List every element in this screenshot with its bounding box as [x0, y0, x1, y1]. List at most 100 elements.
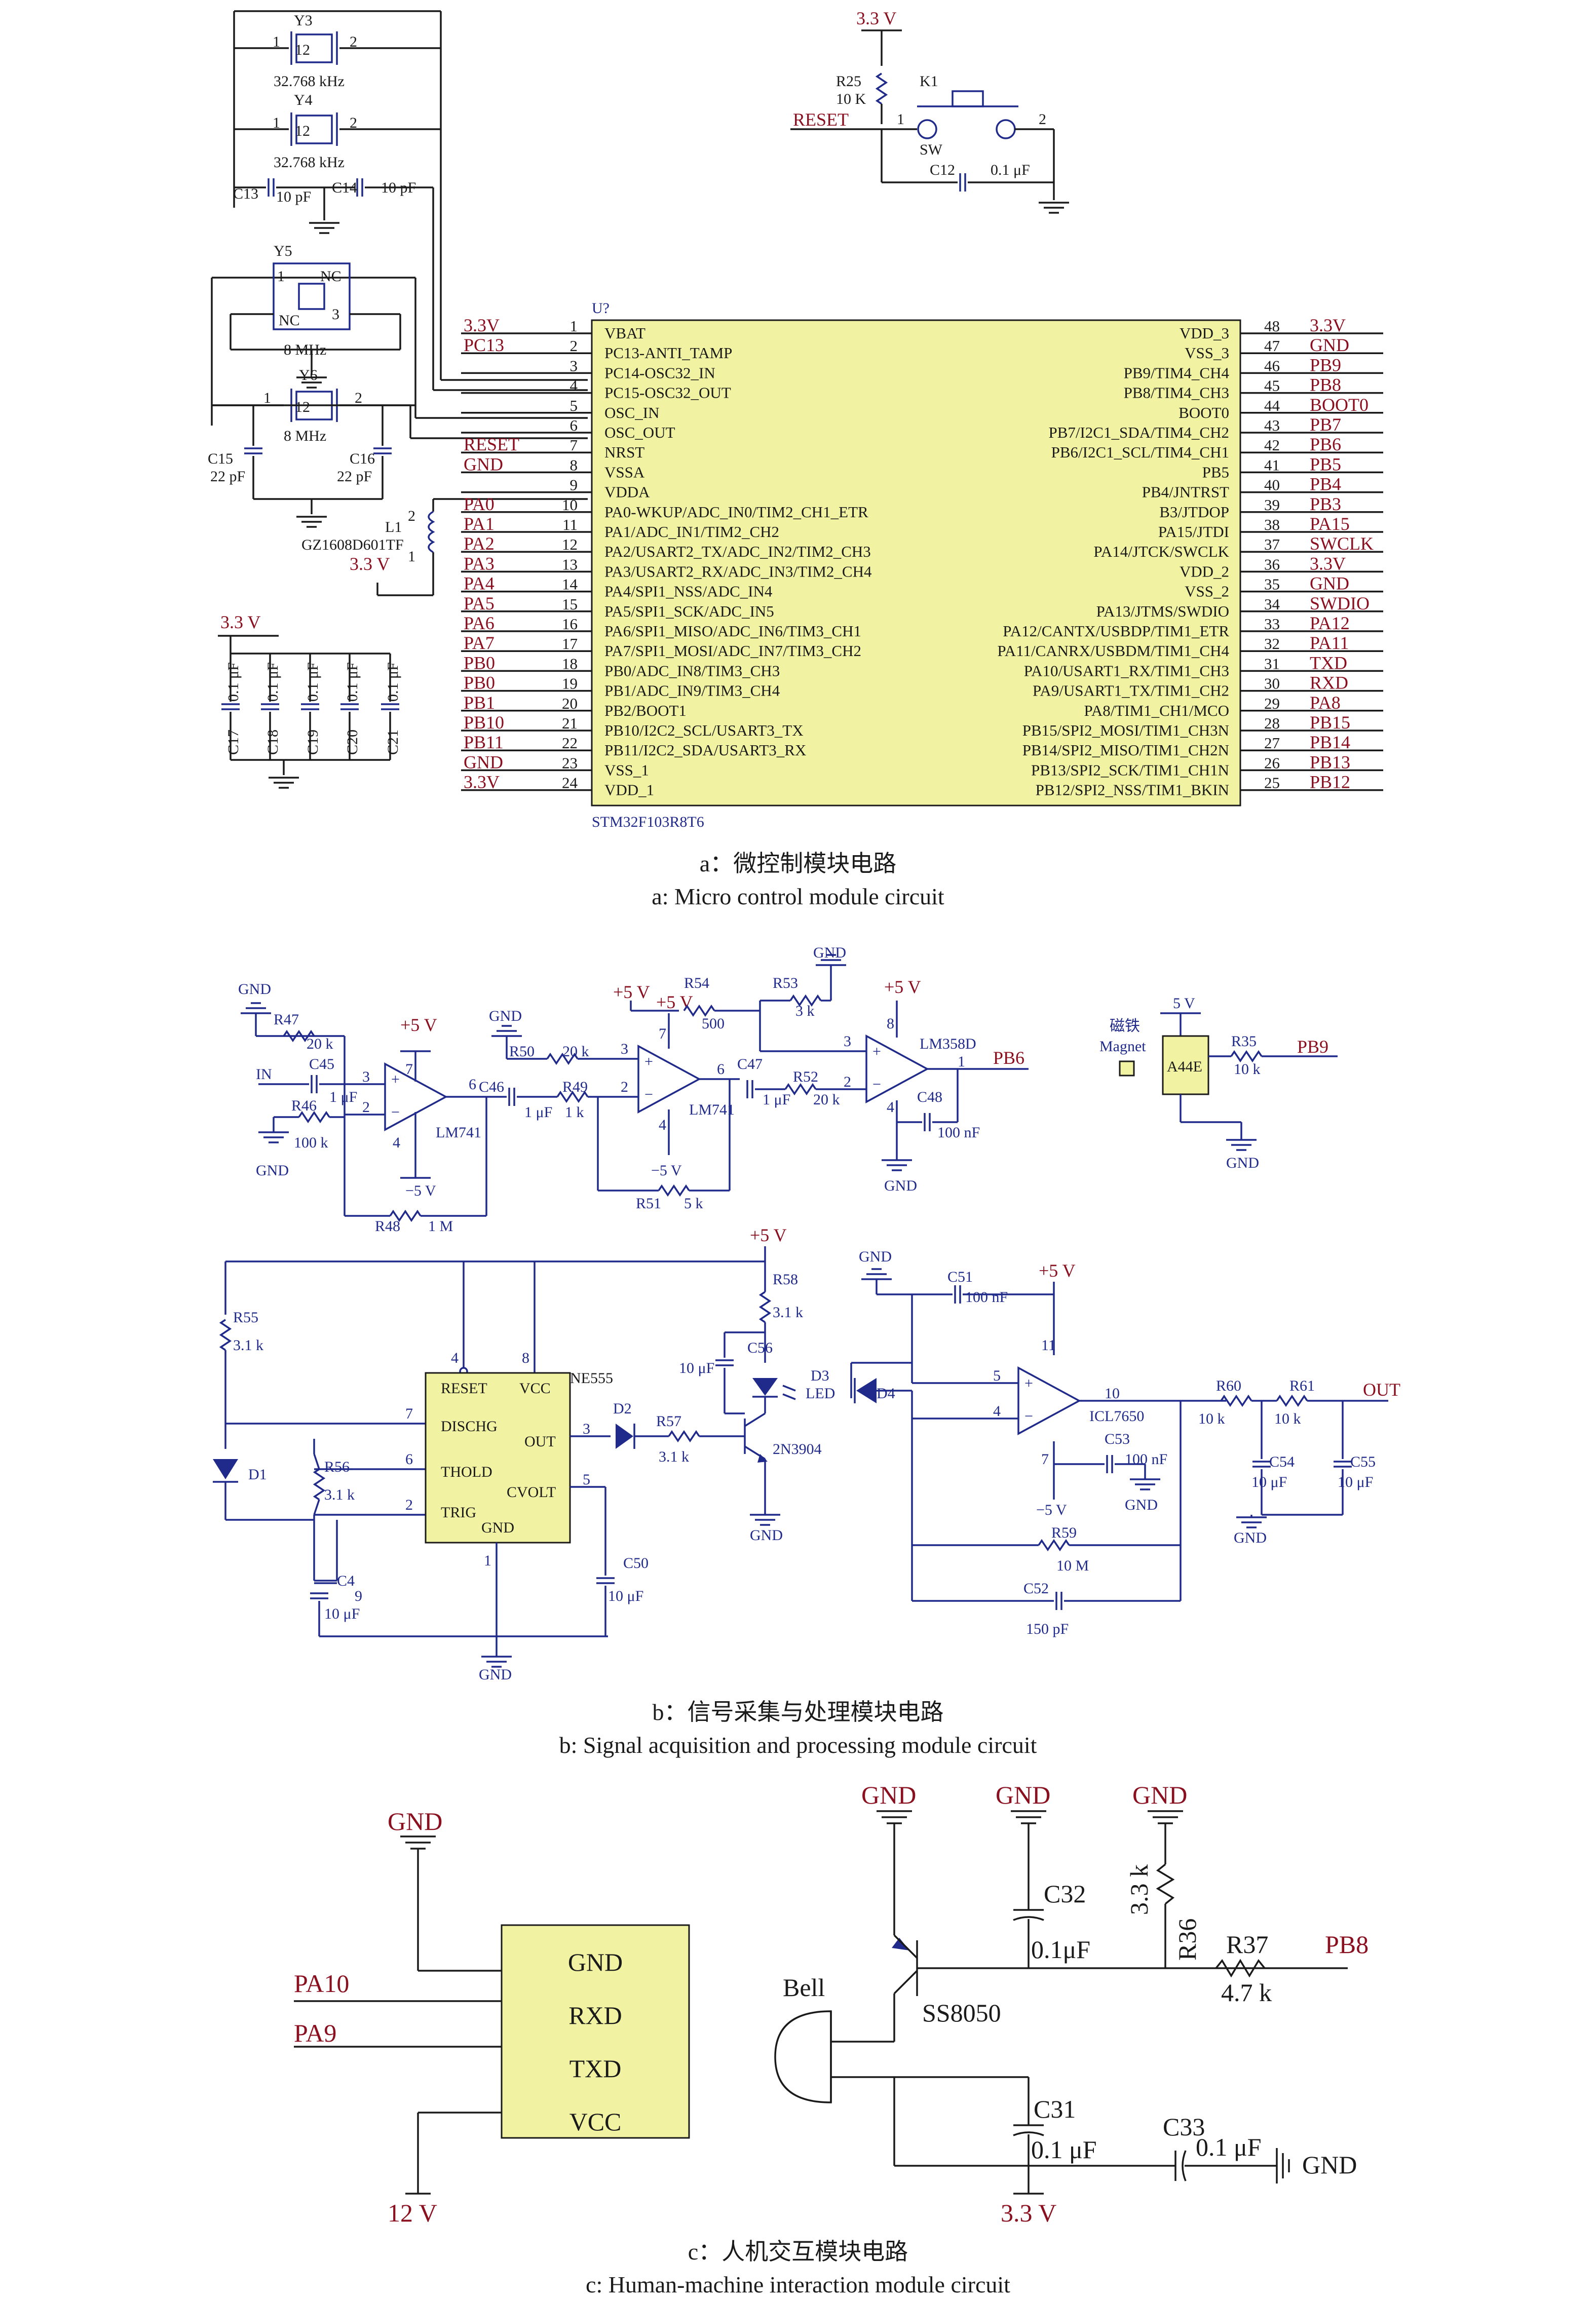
- c33-gnd: GND: [1302, 2151, 1357, 2179]
- mcu-left-pin-number: 18: [562, 655, 578, 672]
- mcu-left-net: PB0: [464, 673, 495, 693]
- svg-text:C51: C51: [947, 1269, 973, 1285]
- svg-text:R52: R52: [793, 1068, 818, 1085]
- svg-text:GND: GND: [750, 1527, 783, 1544]
- svg-text:2: 2: [621, 1079, 628, 1095]
- mcu-right-pin-number: 41: [1264, 456, 1280, 474]
- caption-a-cn: a：微控制模块电路: [700, 851, 896, 876]
- mcu-right-net: PB14: [1310, 732, 1350, 752]
- rtc-crystals: 12 1 2 Y3 32.768 kHz 12 1 2 Y4 32.768 kH…: [233, 10, 588, 391]
- svg-text:C48: C48: [917, 1089, 942, 1105]
- mcu-right-pin-name: PB15/SPI2_MOSI/TIM1_CH3N: [1022, 721, 1229, 739]
- svg-text:10 M: 10 M: [1056, 1557, 1089, 1574]
- mcu-right-pin-number: 38: [1264, 516, 1280, 533]
- svg-text:1: 1: [277, 268, 285, 285]
- svg-text:3.1 k: 3.1 k: [773, 1304, 803, 1321]
- mcu-left-pin-name: PA7/SPI1_MOSI/ADC_IN7/TIM3_CH2: [604, 642, 861, 660]
- svg-text:1: 1: [408, 548, 415, 565]
- signal-section: GND R47 20 k IN C45 1 μF R46 100 k GND: [213, 944, 1400, 1758]
- icl7650-stage: GND C51 100 nF +5 V 11 5 D4 4 7: [850, 1248, 1400, 1637]
- svg-text:C46: C46: [479, 1079, 504, 1095]
- vdda-filter: L1 GZ1608D601TF 3.3 V 2 1: [301, 498, 588, 596]
- mcu-right-pin-number: 44: [1264, 397, 1280, 414]
- decoup-cap-3: [339, 654, 360, 760]
- mcu-left-pin-number: 3: [570, 357, 578, 374]
- svg-text:0.1 μF: 0.1 μF: [264, 662, 281, 702]
- mcu-right-pin-number: 25: [1264, 774, 1280, 792]
- mcu-right-pin-name: PB6/I2C1_SCL/TIM4_CH1: [1051, 443, 1229, 461]
- mcu-left-pin-name: VDDA: [604, 483, 650, 501]
- mcu-right-pin-number: 48: [1264, 317, 1280, 335]
- mcu-right-net: PB3: [1310, 494, 1341, 514]
- sw-label: SW: [920, 141, 943, 158]
- mcu-right-pin-number: 31: [1264, 655, 1280, 672]
- mcu-right-pin-number: 47: [1264, 337, 1280, 355]
- reset-vcc: 3.3 V: [856, 8, 896, 28]
- mcu-left-pin-number: 13: [562, 555, 578, 573]
- mcu-left-pin-name: NRST: [604, 443, 644, 461]
- mcu-right-pin-name: VSS_3: [1185, 344, 1229, 362]
- svg-text:2: 2: [844, 1074, 851, 1090]
- svg-text:100 nF: 100 nF: [1125, 1451, 1167, 1468]
- svg-text:D1: D1: [248, 1466, 267, 1483]
- mcu-left-pin-name: PC13-ANTI_TAMP: [604, 344, 732, 362]
- svg-text:NC: NC: [320, 268, 341, 285]
- c14-label: C14: [332, 179, 357, 196]
- svg-text:C56: C56: [747, 1339, 773, 1356]
- y4-freq: 32.768 kHz: [274, 154, 345, 171]
- mcu-left-pin-name: VBAT: [604, 324, 645, 342]
- svg-text:1: 1: [273, 33, 280, 50]
- mcu-right-pin-name: B3/JTDOP: [1159, 503, 1229, 521]
- c31-label: C31: [1034, 2095, 1076, 2123]
- mcu-right-pin-name: PA13/JTMS/SWDIO: [1096, 602, 1229, 620]
- svg-text:GND: GND: [861, 1781, 916, 1809]
- svg-text:20 k: 20 k: [307, 1036, 333, 1052]
- mcu-left-pin-name: PA4/SPI1_NSS/ADC_IN4: [604, 583, 773, 600]
- mcu-right-net: GND: [1310, 335, 1349, 355]
- module-pin-rxd: RXD: [568, 2001, 622, 2029]
- mcu-right-net: 3.3V: [1310, 315, 1346, 335]
- mcu-left-net: PA2: [464, 533, 495, 554]
- svg-text:ICL7650: ICL7650: [1089, 1408, 1144, 1425]
- mcu-left-net: PB11: [464, 732, 504, 752]
- mcu-right-net: PA12: [1310, 613, 1350, 633]
- mcu-right-pin-number: 39: [1264, 496, 1280, 514]
- mcu-right-net: PB9: [1310, 355, 1341, 375]
- svg-text:C45: C45: [309, 1056, 334, 1072]
- svg-text:GND: GND: [1226, 1155, 1259, 1171]
- svg-text:PB6: PB6: [993, 1048, 1024, 1068]
- svg-text:2: 2: [355, 390, 362, 406]
- svg-text:5 k: 5 k: [684, 1195, 703, 1212]
- q-label: SS8050: [922, 1999, 1001, 2027]
- mcu-right-pin-name: PA11/CANRX/USBDM/TIM1_CH4: [997, 642, 1229, 660]
- svg-text:4: 4: [451, 1350, 459, 1366]
- mcu-left-pin-name: PA5/SPI1_SCK/ADC_IN5: [604, 602, 774, 620]
- svg-text:1 k: 1 k: [565, 1104, 584, 1121]
- svg-text:9: 9: [355, 1588, 362, 1604]
- r36-value: 3.3 k: [1125, 1864, 1153, 1915]
- c16-label: C16: [350, 450, 375, 467]
- svg-text:1: 1: [897, 111, 904, 128]
- svg-text:6: 6: [405, 1451, 413, 1468]
- svg-text:GND: GND: [479, 1666, 512, 1683]
- mcu-right-pin-name: PB5: [1202, 463, 1229, 481]
- svg-text:5: 5: [583, 1471, 590, 1488]
- svg-text:GND: GND: [481, 1519, 514, 1536]
- mcu-left-net: PA5: [464, 593, 495, 614]
- svg-text:CVOLT: CVOLT: [507, 1484, 556, 1501]
- svg-text:IN: IN: [256, 1066, 272, 1083]
- svg-text:OUT: OUT: [1363, 1380, 1400, 1400]
- mcu-left-pin-number: 4: [570, 377, 578, 395]
- svg-text:1: 1: [273, 114, 280, 131]
- mcu-left-pin-number: 21: [562, 714, 578, 732]
- svg-text:10 μF: 10 μF: [324, 1605, 360, 1622]
- amp-stage-1: GND R47 20 k IN C45 1 μF R46 100 k GND: [238, 981, 507, 1235]
- mcu-right-pin-name: PA15/JTDI: [1158, 523, 1229, 541]
- mcu-left-net: PA7: [464, 633, 495, 653]
- svg-text:R47: R47: [274, 1011, 299, 1028]
- mcu-right-pin-name: PB8/TIM4_CH3: [1124, 384, 1229, 402]
- mcu-left-pin-number: 11: [562, 516, 578, 533]
- svg-text:8: 8: [522, 1350, 529, 1366]
